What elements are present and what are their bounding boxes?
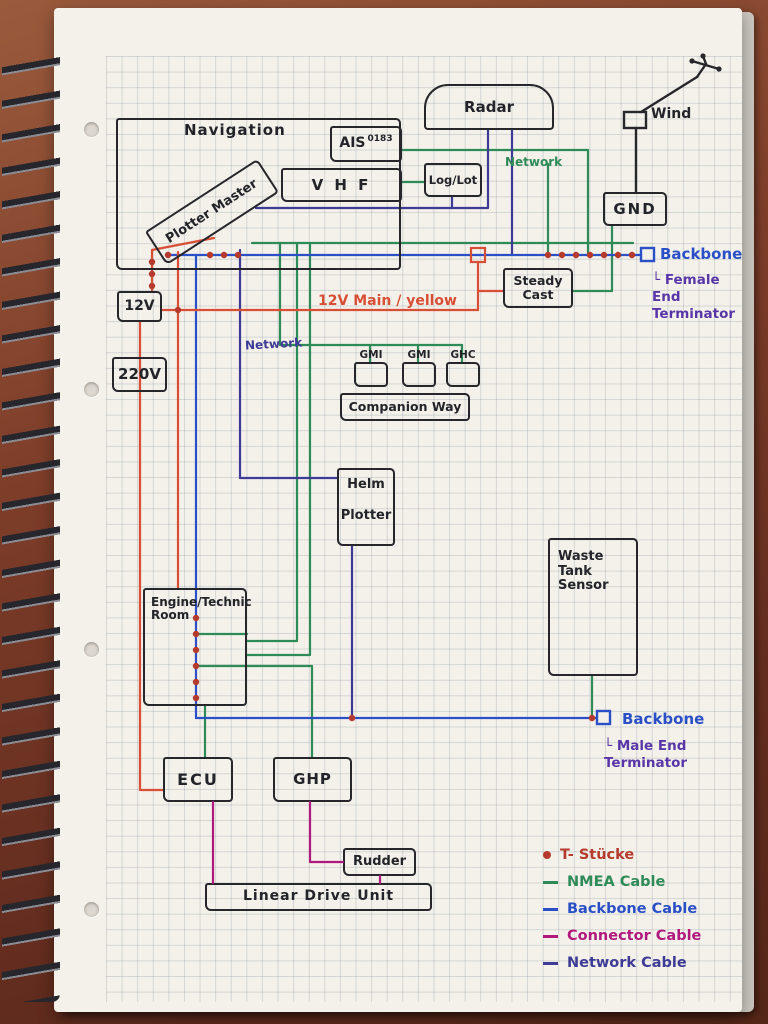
legend-label-connector: Connector Cable xyxy=(567,928,702,944)
box-waste-tank-sensor-label: Waste Tank Sensor xyxy=(558,549,609,594)
legend-item-network: Network Cable xyxy=(543,954,701,972)
box-gmi-2: GMI xyxy=(402,349,436,387)
box-gmi-2-label: GMI xyxy=(407,349,431,361)
legend-label-nmea: NMEA Cable xyxy=(567,874,666,890)
t-stueck-dot-icon xyxy=(543,851,551,859)
hole-punch-3 xyxy=(84,642,99,657)
box-engine-room: Engine/Technic Room xyxy=(143,588,252,706)
box-helm-label: Helm xyxy=(347,477,385,492)
box-radar: Radar xyxy=(424,84,554,130)
box-gnd: GND xyxy=(603,192,667,226)
box-navigation-label: Navigation xyxy=(184,121,286,139)
box-ecu: ECU xyxy=(163,757,233,802)
backbone-label-bottom: Backbone xyxy=(622,710,705,728)
box-steady-cast-label: Steady Cast xyxy=(513,273,563,302)
backbone-line-icon xyxy=(543,907,558,911)
hole-punch-1 xyxy=(84,122,99,137)
male-end-terminator-label: └ Male End Terminator xyxy=(604,738,714,772)
box-linear-drive-unit-label: Linear Drive Unit xyxy=(242,888,395,905)
hole-punch-4 xyxy=(84,902,99,917)
main-12v-label: 12V Main / yellow xyxy=(318,293,457,309)
network-label-mid: Network xyxy=(244,335,303,353)
box-steady-cast: Steady Cast xyxy=(503,268,573,308)
hole-punch-2 xyxy=(84,382,99,397)
network-line-icon xyxy=(543,961,558,965)
backbone-label-top: Backbone xyxy=(660,245,743,263)
male-end-terminator-text: Male End Terminator xyxy=(604,738,688,771)
spiral-binding xyxy=(2,50,60,1002)
legend-label-t-stueck: T- Stücke xyxy=(560,847,635,863)
box-gmi-1-label: GMI xyxy=(359,349,383,361)
box-rudder: Rudder xyxy=(343,848,416,876)
box-companion-way: Companion Way xyxy=(340,393,470,421)
box-radar-label: Radar xyxy=(464,97,514,116)
legend: T- Stücke NMEA Cable Backbone Cable Conn… xyxy=(543,846,701,972)
connector-line-icon xyxy=(543,934,558,938)
box-ecu-label: ECU xyxy=(177,769,219,789)
box-ghp-label: GHP xyxy=(293,770,332,789)
box-ghp: GHP xyxy=(273,757,352,802)
box-vhf-label: V H F xyxy=(311,175,372,194)
box-ais-model: 0183 xyxy=(367,133,393,144)
box-gnd-label: GND xyxy=(613,199,657,218)
female-end-terminator-text: Female End Terminator xyxy=(652,272,736,322)
legend-label-backbone: Backbone Cable xyxy=(567,901,698,917)
nmea-line-icon xyxy=(543,880,558,884)
box-vhf: V H F xyxy=(281,168,402,202)
box-220v-label: 220V xyxy=(118,365,161,384)
box-12v-label: 12V xyxy=(124,297,155,314)
legend-item-t-stueck: T- Stücke xyxy=(543,846,701,864)
box-ais-label: AIS xyxy=(339,135,366,152)
legend-label-network: Network Cable xyxy=(567,955,687,971)
box-rudder-label: Rudder xyxy=(352,853,407,869)
legend-item-connector: Connector Cable xyxy=(543,927,701,945)
box-220v: 220V xyxy=(112,357,167,392)
box-waste-tank-sensor: Waste Tank Sensor xyxy=(548,538,638,676)
box-ghc: GHC xyxy=(446,349,480,387)
box-log-lot-label: Log/Lot xyxy=(428,172,478,187)
legend-item-backbone: Backbone Cable xyxy=(543,900,701,918)
wind-label: Wind xyxy=(651,106,692,122)
legend-item-nmea: NMEA Cable xyxy=(543,873,701,891)
network-label-top: Network xyxy=(505,155,563,169)
box-log-lot: Log/Lot xyxy=(424,163,482,197)
box-12v: 12V xyxy=(117,291,162,322)
bracket-icon: └ xyxy=(604,738,613,754)
box-gmi-1: GMI xyxy=(354,349,388,387)
box-engine-room-label: Engine/Technic Room xyxy=(151,595,252,623)
bracket-icon: └ xyxy=(652,272,661,288)
box-helm-plotter: Helm Plotter xyxy=(337,468,395,546)
box-companion-way-label: Companion Way xyxy=(348,399,462,414)
box-plotter-label: Plotter xyxy=(340,507,392,523)
box-linear-drive-unit: Linear Drive Unit xyxy=(205,883,432,911)
box-ghc-label: GHC xyxy=(450,349,476,361)
female-end-terminator-label: └ Female End Terminator xyxy=(652,272,738,323)
